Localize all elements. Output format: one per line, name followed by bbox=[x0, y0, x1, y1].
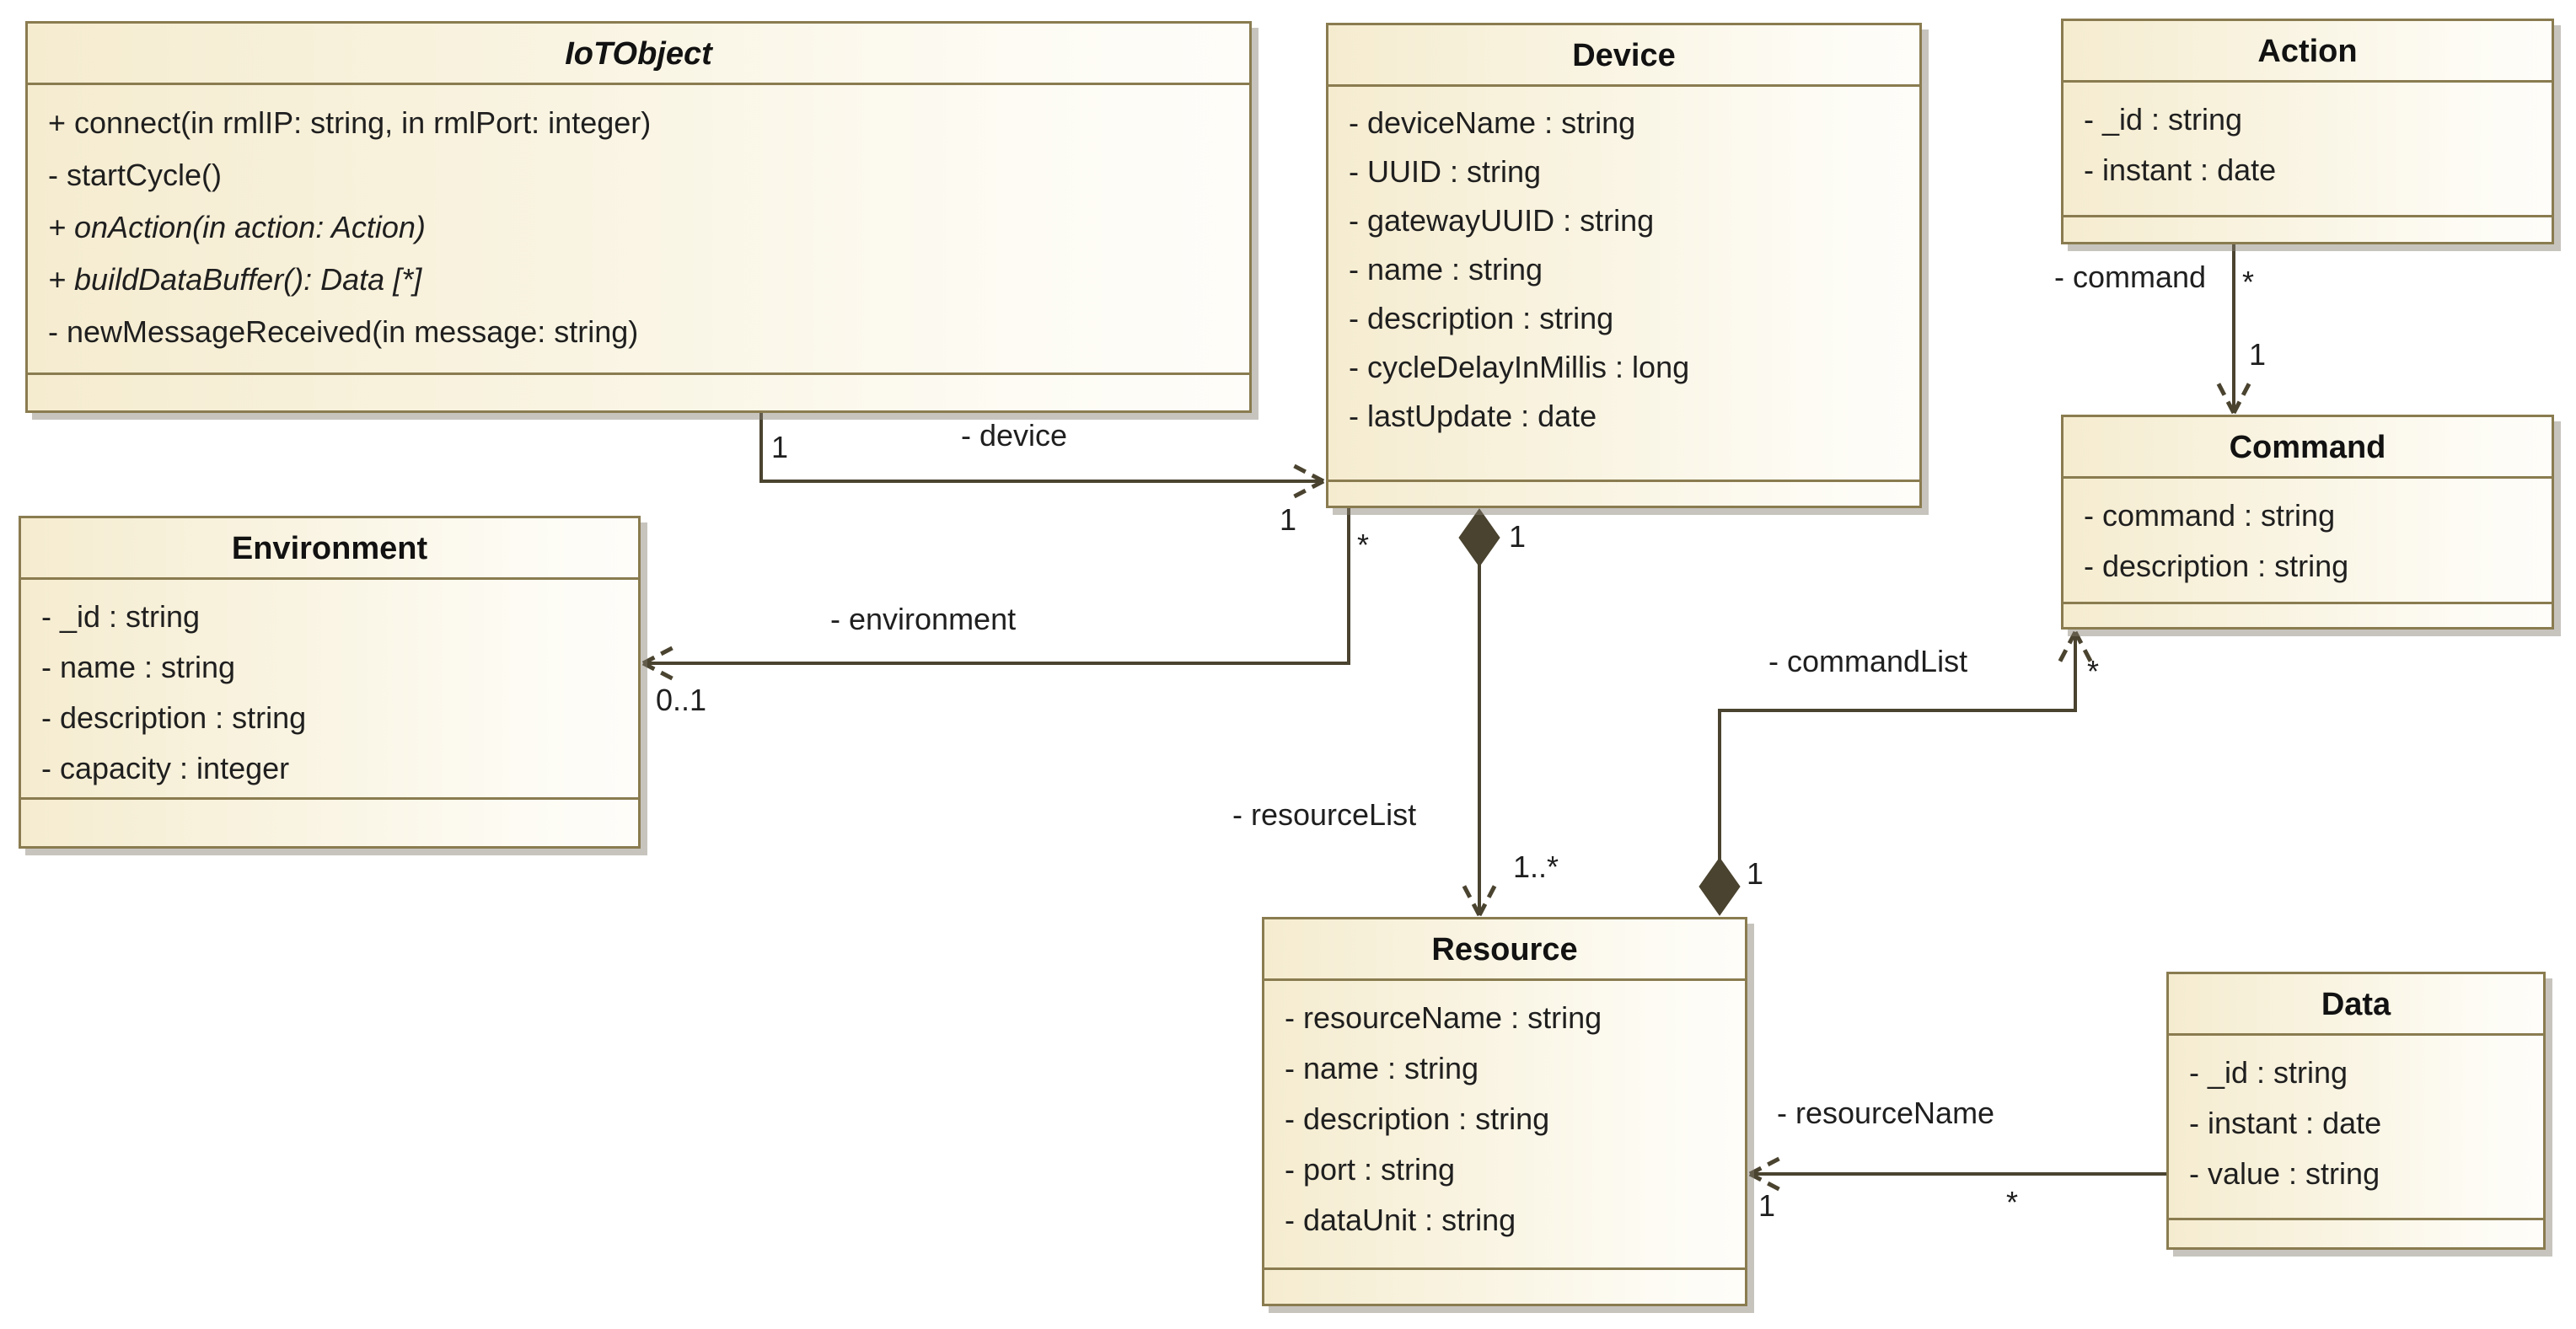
class-command: Command - command : string - description … bbox=[2061, 415, 2554, 630]
class-member: - _id : string bbox=[2189, 1055, 2348, 1090]
attributes-compartment: - deviceName : string - UUID : string - ga… bbox=[1328, 87, 1919, 480]
composition-commandlist-line bbox=[1718, 635, 2077, 861]
association-device-line bbox=[759, 413, 1320, 483]
class-member: - startCycle() bbox=[48, 158, 222, 192]
role-label-environment: - environment bbox=[830, 602, 1017, 636]
multiplicity-data-resource-target: 1 bbox=[1758, 1188, 1776, 1223]
multiplicity-device-resource-source: 1 bbox=[1509, 519, 1527, 554]
multiplicity-resource-command-source: 1 bbox=[1747, 856, 1764, 891]
role-label-command: - command bbox=[2054, 260, 2207, 294]
class-member: - newMessageReceived(in message: string) bbox=[48, 314, 639, 349]
class-member: - _id : string bbox=[41, 599, 201, 634]
association-resourcename-arrow-icon bbox=[1748, 1153, 1787, 1195]
association-environment-arrow-icon bbox=[641, 642, 680, 684]
operations-compartment: + connect(in rmlIP: string, in rmlPort: … bbox=[28, 85, 1249, 372]
multiplicity-device-resource-target: 1..* bbox=[1513, 849, 1559, 884]
class-action: Action - _id : string - instant : date bbox=[2061, 19, 2554, 244]
class-resource: Resource - resourceName : string - name :… bbox=[1262, 917, 1747, 1306]
attributes-compartment: - _id : string - instant : date bbox=[2063, 83, 2552, 215]
class-member: - gatewayUUID : string bbox=[1349, 203, 1655, 238]
class-iotobject: IoTObject + connect(in rmlIP: string, in… bbox=[25, 21, 1252, 413]
class-member: - description : string bbox=[41, 700, 307, 735]
class-member: - description : string bbox=[1349, 301, 1614, 335]
empty-compartment bbox=[1328, 480, 1919, 506]
class-member: + onAction(in action: Action) bbox=[48, 210, 426, 244]
class-member: - command : string bbox=[2084, 498, 2336, 533]
class-member: - lastUpdate : date bbox=[1349, 399, 1597, 433]
class-member: - instant : date bbox=[2084, 153, 2277, 187]
multiplicity-device-environment-target: 0..1 bbox=[656, 683, 707, 717]
class-environment: Environment - _id : string - name : strin… bbox=[19, 516, 641, 849]
empty-compartment bbox=[21, 797, 638, 846]
multiplicity-action-command-target: 1 bbox=[2249, 337, 2267, 372]
composition-resourcelist-diamond-icon bbox=[1458, 508, 1500, 567]
composition-commandlist-diamond-icon bbox=[1699, 857, 1741, 916]
class-member: - deviceName : string bbox=[1349, 105, 1636, 140]
multiplicity-action-command-source: * bbox=[2242, 265, 2255, 299]
multiplicity-iotobject-device-target: 1 bbox=[1280, 502, 1297, 537]
class-member: - resourceName : string bbox=[1285, 1000, 1602, 1035]
class-title-device: Device bbox=[1328, 25, 1919, 87]
association-environment-line bbox=[647, 508, 1350, 665]
class-member: - value : string bbox=[2189, 1156, 2380, 1191]
class-member: - name : string bbox=[41, 650, 236, 684]
empty-compartment bbox=[28, 372, 1249, 410]
role-label-resourcelist: - resourceList bbox=[1232, 797, 1417, 832]
role-label-device: - device bbox=[961, 418, 1068, 453]
empty-compartment bbox=[2063, 602, 2552, 627]
class-member: - name : string bbox=[1349, 252, 1543, 287]
class-member: - cycleDelayInMillis : long bbox=[1349, 350, 1690, 384]
role-label-commandlist: - commandList bbox=[1768, 644, 1968, 678]
class-member: - name : string bbox=[1285, 1051, 1479, 1085]
empty-compartment bbox=[1264, 1267, 1745, 1304]
class-member: - description : string bbox=[1285, 1101, 1550, 1136]
class-member: + buildDataBuffer(): Data [*] bbox=[48, 262, 422, 297]
class-title-environment: Environment bbox=[21, 518, 638, 580]
class-member: - dataUnit : string bbox=[1285, 1203, 1516, 1237]
role-label-resourcename: - resourceName bbox=[1777, 1096, 1995, 1130]
empty-compartment bbox=[2169, 1218, 2543, 1247]
class-member: - UUID : string bbox=[1349, 154, 1542, 189]
class-member: - capacity : integer bbox=[41, 751, 290, 785]
class-member: - instant : date bbox=[2189, 1106, 2382, 1140]
class-title-command: Command bbox=[2063, 417, 2552, 479]
association-device-arrow-icon bbox=[1286, 460, 1325, 502]
class-member: - _id : string bbox=[2084, 102, 2243, 137]
class-title-action: Action bbox=[2063, 21, 2552, 83]
class-member: - port : string bbox=[1285, 1152, 1456, 1187]
class-data: Data - _id : string - instant : date - val… bbox=[2166, 972, 2546, 1250]
composition-resourcelist-arrow-icon bbox=[1458, 878, 1500, 917]
multiplicity-resource-command-target: * bbox=[2087, 654, 2100, 689]
attributes-compartment: - resourceName : string - name : string - … bbox=[1264, 981, 1745, 1267]
attributes-compartment: - command : string - description : string bbox=[2063, 479, 2552, 602]
multiplicity-device-environment-source: * bbox=[1357, 528, 1370, 562]
class-title-resource: Resource bbox=[1264, 919, 1745, 981]
empty-compartment bbox=[2063, 215, 2552, 242]
attributes-compartment: - _id : string - name : string - descripti… bbox=[21, 580, 638, 797]
multiplicity-data-resource-source: * bbox=[2006, 1185, 2019, 1219]
association-command-arrow-icon bbox=[2213, 376, 2255, 415]
class-member: + connect(in rmlIP: string, in rmlPort: … bbox=[48, 105, 652, 140]
composition-commandlist-arrow-icon bbox=[2054, 630, 2096, 669]
class-title-data: Data bbox=[2169, 974, 2543, 1036]
class-member: - description : string bbox=[2084, 549, 2349, 583]
multiplicity-iotobject-device-source: 1 bbox=[771, 430, 789, 464]
attributes-compartment: - _id : string - instant : date - value : … bbox=[2169, 1036, 2543, 1218]
class-device: Device - deviceName : string - UUID : str… bbox=[1326, 23, 1922, 508]
class-title-iotobject: IoTObject bbox=[28, 24, 1249, 85]
